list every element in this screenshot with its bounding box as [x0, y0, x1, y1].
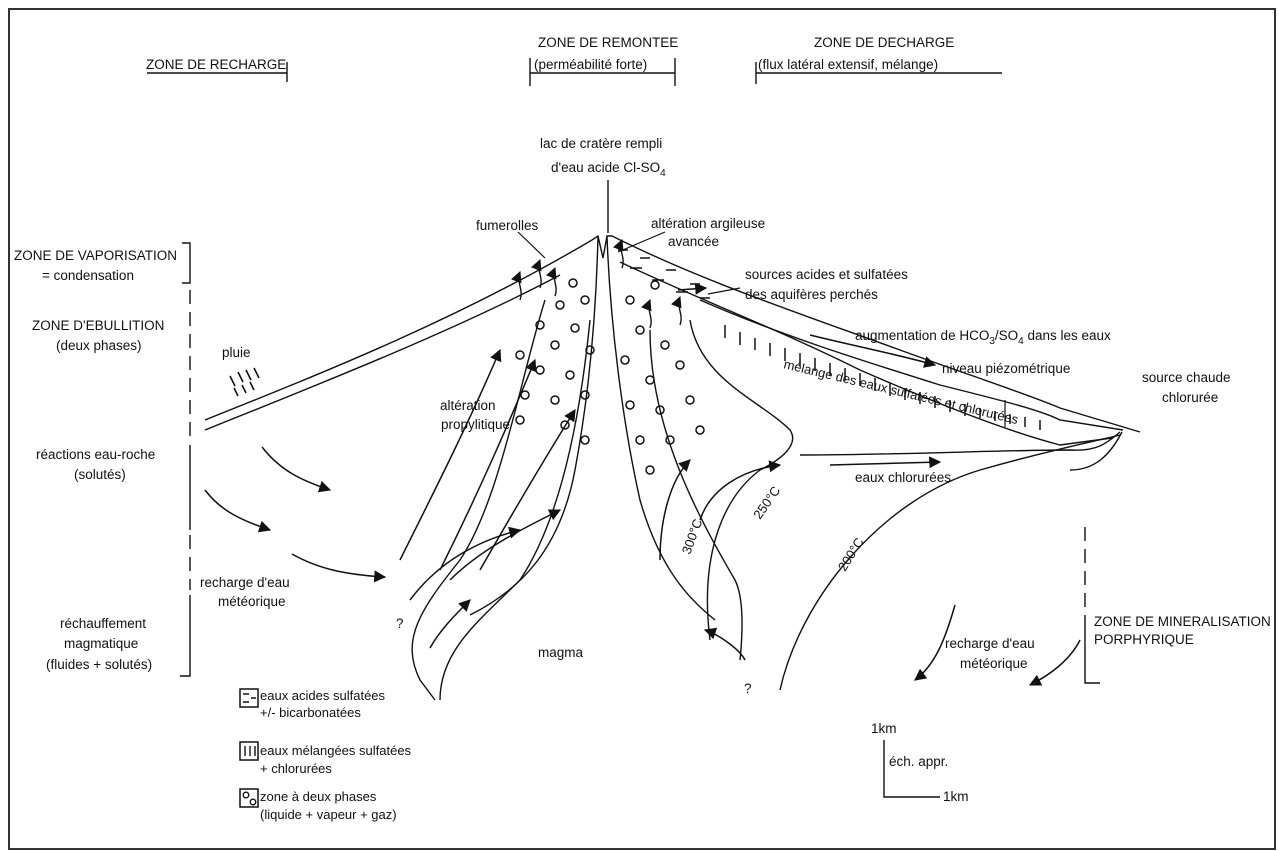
- zone-remontee-sub: (perméabilité forte): [534, 57, 647, 72]
- svg-text:eaux mélangées sulfatées: eaux mélangées sulfatées: [260, 743, 412, 758]
- water-table-label: niveau piézométrique: [942, 361, 1070, 376]
- flow-arrow: [678, 288, 706, 290]
- svg-text:+/- bicarbonatées: +/- bicarbonatées: [260, 705, 361, 720]
- flow-arrow: [400, 350, 500, 560]
- svg-text:(liquide + vapeur + gaz): (liquide + vapeur + gaz): [260, 807, 397, 822]
- isotherm-200-label: 200°C: [835, 535, 867, 574]
- svg-text:des aquifères perchés: des aquifères perchés: [745, 287, 878, 302]
- flow-arrow: [262, 447, 330, 490]
- propylitic-alteration-label: altération: [440, 398, 496, 413]
- zone-decharge-sub: (flux latéral extensif, mélange): [758, 57, 938, 72]
- flow-arrow: [450, 510, 560, 580]
- svg-text:météorique: météorique: [960, 656, 1028, 671]
- flow-arrow: [830, 462, 940, 465]
- svg-text:avancée: avancée: [668, 234, 719, 249]
- flow-arrow: [1030, 640, 1080, 685]
- svg-text:?: ?: [396, 616, 404, 631]
- zone-headers: ZONE DE RECHARGE ZONE DE REMONTEE (permé…: [146, 35, 1002, 86]
- svg-text:(solutés): (solutés): [74, 467, 126, 482]
- argillic-alteration-label: altération argileuse: [651, 216, 765, 231]
- two-phase-zone-circles: [516, 279, 704, 474]
- rain-icon: [230, 368, 259, 396]
- scale-vertical-label: 1km: [871, 721, 897, 736]
- svg-text:PORPHYRIQUE: PORPHYRIQUE: [1094, 632, 1194, 647]
- chloride-waters-label: eaux chlorurées: [855, 470, 951, 485]
- svg-text:magmatique: magmatique: [64, 636, 138, 651]
- flow-arrow: [292, 554, 385, 577]
- fumaroles-label: fumerolles: [476, 218, 539, 233]
- hco3-so4-label: augmentation de HCO3/SO4 dans les eaux: [855, 328, 1111, 347]
- magma-label: magma: [538, 645, 584, 660]
- legend-item-mixed-waters: eaux mélangées sulfatées + chlorurées: [240, 742, 412, 776]
- zone-decharge-label: ZONE DE DECHARGE: [814, 35, 954, 50]
- svg-text:(deux phases): (deux phases): [56, 338, 142, 353]
- acid-springs-label: sources acides et sulfatées: [745, 267, 908, 282]
- svg-text:réactions eau-roche: réactions eau-roche: [36, 447, 155, 462]
- flow-arrows: [205, 288, 1080, 685]
- meteoric-recharge-right-label: recharge d'eau: [945, 636, 1035, 651]
- flow-arrow: [705, 630, 745, 660]
- svg-text:ZONE D'EBULLITION: ZONE D'EBULLITION: [32, 318, 164, 333]
- zone-recharge-label: ZONE DE RECHARGE: [146, 57, 286, 72]
- isotherm-300-label: 300°C: [679, 517, 706, 556]
- mineralization-zone-label: ZONE DE MINERALISATION: [1094, 614, 1271, 629]
- zone-remontee-label: ZONE DE REMONTEE: [538, 35, 678, 50]
- svg-text:chlorurée: chlorurée: [1162, 390, 1218, 405]
- svg-text:propylitique: propylitique: [441, 417, 510, 432]
- svg-text:(fluides + solutés): (fluides + solutés): [46, 657, 152, 672]
- diagram-border: [9, 9, 1275, 849]
- svg-text:zone à deux phases: zone à deux phases: [260, 789, 377, 804]
- volcano-profile: [205, 236, 1140, 700]
- left-zone-labels: ZONE DE VAPORISATION = condensation ZONE…: [14, 243, 190, 676]
- legend-item-two-phase: zone à deux phases (liquide + vapeur + g…: [240, 789, 397, 822]
- scale-bar: 1km éch. appr. 1km: [871, 721, 969, 804]
- crater-lake-label: lac de cratère rempli d'eau acide Cl-SO4: [540, 136, 666, 233]
- svg-text:réchauffement: réchauffement: [60, 616, 146, 631]
- flow-arrow: [430, 600, 470, 648]
- svg-text:+ chlorurées: + chlorurées: [260, 761, 332, 776]
- svg-text:lac de cratère rempli: lac de cratère rempli: [540, 136, 662, 151]
- hot-spring-label: source chaude: [1142, 370, 1231, 385]
- legend-item-acid-sulfate: eaux acides sulfatées +/- bicarbonatées: [240, 688, 386, 720]
- svg-text:d'eau acide Cl-SO4: d'eau acide Cl-SO4: [551, 160, 666, 179]
- svg-text:ZONE DE VAPORISATION: ZONE DE VAPORISATION: [14, 248, 177, 263]
- meteoric-recharge-left-label: recharge d'eau: [200, 575, 290, 590]
- legend: eaux acides sulfatées +/- bicarbonatées …: [240, 688, 412, 822]
- svg-text:eaux acides sulfatées: eaux acides sulfatées: [260, 688, 386, 703]
- svg-text:= condensation: = condensation: [42, 268, 134, 283]
- svg-text:?: ?: [744, 681, 752, 696]
- rain-label: pluie: [222, 345, 251, 360]
- isotherm-250-label: 250°C: [750, 483, 783, 521]
- flow-arrow: [205, 490, 270, 530]
- svg-text:météorique: météorique: [218, 594, 286, 609]
- scale-note: éch. appr.: [889, 754, 948, 769]
- scale-horizontal-label: 1km: [943, 789, 969, 804]
